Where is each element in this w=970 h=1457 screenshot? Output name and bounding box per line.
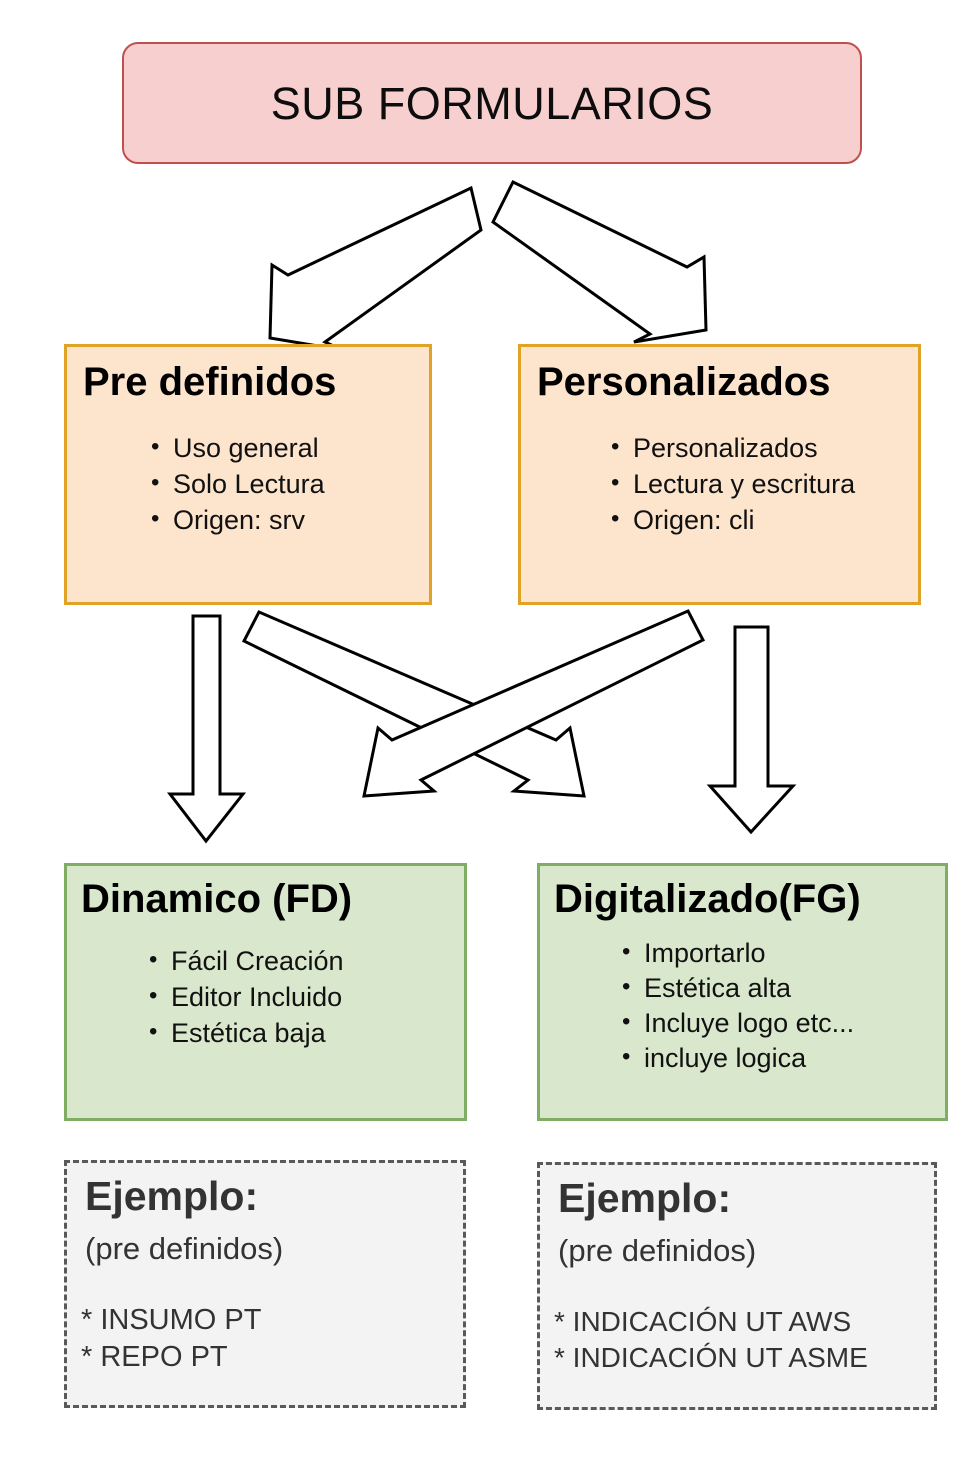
category-title-pre-definidos: Pre definidos <box>83 360 337 404</box>
arrow-pre-definidos-to-digitalizado <box>241 610 586 798</box>
category-box-pre-definidos[interactable]: Pre definidos Uso general Solo Lectura O… <box>64 344 432 605</box>
list-item: * INDICACIÓN UT ASME <box>554 1341 868 1373</box>
arrow-header-to-pre-definidos <box>268 185 483 352</box>
outcome-title-dinamico: Dinamico (FD) <box>81 877 353 921</box>
outcome-box-digitalizado[interactable]: Digitalizado(FG) Importarlo Estética alt… <box>537 863 948 1121</box>
category-title-personalizados: Personalizados <box>537 360 831 404</box>
list-item: Estética baja <box>145 1015 452 1052</box>
list-item: incluye logica <box>618 1040 933 1076</box>
arrow-pre-definidos-to-dinamico <box>166 614 247 844</box>
example-title: Ejemplo: <box>85 1173 259 1219</box>
example-subtitle: (pre definidos) <box>558 1233 757 1269</box>
header-box-sub-formularios[interactable]: SUB FORMULARIOS <box>122 42 862 164</box>
list-item: * INDICACIÓN UT AWS <box>554 1306 852 1338</box>
list-item: Origen: cli <box>607 502 904 539</box>
list-item: * INSUMO PT <box>81 1304 262 1337</box>
list-item: Estética alta <box>618 970 933 1006</box>
outcome-title-digitalizado: Digitalizado(FG) <box>554 877 861 921</box>
arrow-header-to-personalizados <box>491 179 708 344</box>
list-item: Solo Lectura <box>147 466 415 503</box>
list-item: Incluye logo etc... <box>618 1005 933 1041</box>
list-item: Uso general <box>147 430 415 467</box>
example-title: Ejemplo: <box>558 1175 732 1221</box>
example-item-list: * INDICACIÓN UT AWS * INDICACIÓN UT ASME <box>554 1304 920 1376</box>
example-item-list: * INSUMO PT * REPO PT <box>81 1302 449 1376</box>
outcome-box-dinamico[interactable]: Dinamico (FD) Fácil Creación Editor Incl… <box>64 863 467 1121</box>
example-box-digitalizado[interactable]: Ejemplo: (pre definidos) * INDICACIÓN UT… <box>537 1162 937 1410</box>
list-item: Fácil Creación <box>145 943 452 980</box>
list-item: Editor Incluido <box>145 979 452 1016</box>
arrow-personalizados-to-digitalizado <box>706 625 797 835</box>
list-item: Lectura y escritura <box>607 466 904 503</box>
category-box-personalizados[interactable]: Personalizados Personalizados Lectura y … <box>518 344 921 605</box>
example-subtitle: (pre definidos) <box>85 1231 284 1267</box>
list-item: * REPO PT <box>81 1341 228 1374</box>
outcome-bullets-digitalizado: Importarlo Estética alta Incluye logo et… <box>618 935 933 1076</box>
page-title: SUB FORMULARIOS <box>270 77 714 129</box>
category-bullets-personalizados: Personalizados Lectura y escritura Orige… <box>607 430 904 539</box>
category-bullets-pre-definidos: Uso general Solo Lectura Origen: srv <box>147 430 415 539</box>
outcome-bullets-dinamico: Fácil Creación Editor Incluido Estética … <box>145 943 452 1052</box>
arrow-personalizados-to-dinamico <box>362 609 706 798</box>
list-item: Origen: srv <box>147 502 415 539</box>
example-box-dinamico[interactable]: Ejemplo: (pre definidos) * INSUMO PT * R… <box>64 1160 466 1408</box>
list-item: Personalizados <box>607 430 904 467</box>
list-item: Importarlo <box>618 935 933 971</box>
